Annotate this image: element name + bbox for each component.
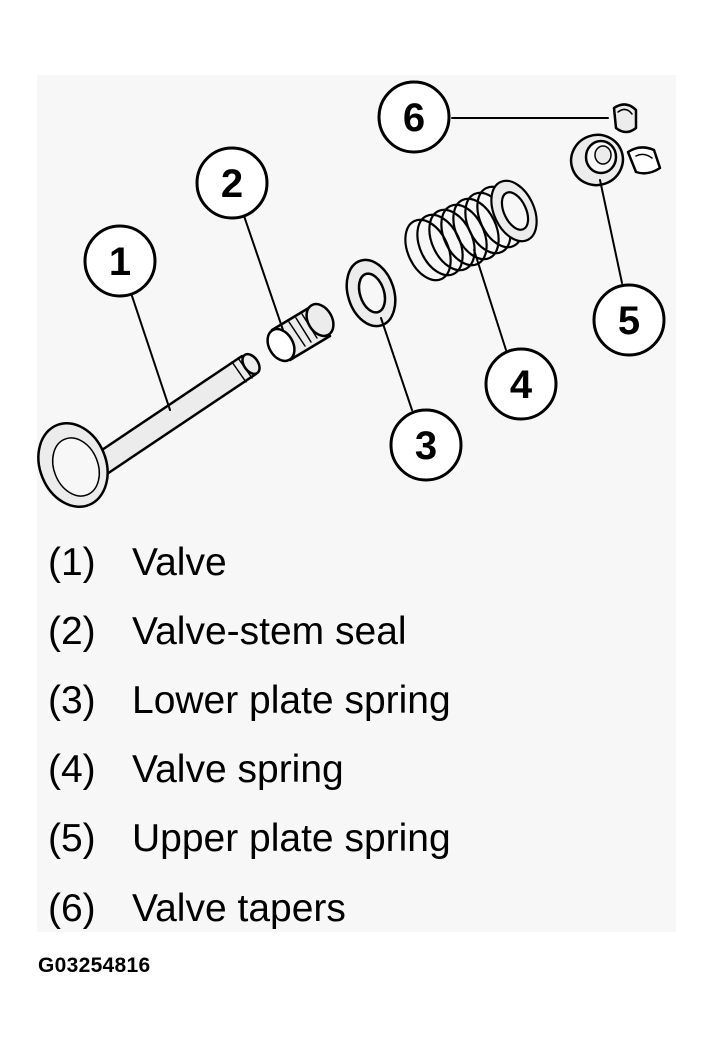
leader-lines (131, 117, 623, 411)
legend-number: (2) (48, 610, 96, 653)
legend-label: Upper plate spring (132, 817, 451, 860)
callout-circle-3 (389, 408, 463, 482)
valve-part (37, 352, 261, 508)
callout-circle-6 (377, 80, 451, 154)
callout-number-4: 4 (510, 363, 533, 407)
upper-plate-spring-part (569, 133, 625, 187)
legend-number: (3) (48, 679, 96, 722)
callout-circle-5 (592, 283, 666, 357)
exploded-valve-diagram: 1 2 3 4 5 6 (37, 80, 666, 508)
valve-tapers-part (612, 103, 662, 175)
legend-number: (6) (48, 887, 96, 930)
lower-plate-spring-part (345, 258, 397, 328)
figure-id: G03254816 (38, 954, 151, 977)
legend-number: (5) (48, 817, 96, 860)
legend-label: Valve-stem seal (132, 610, 407, 653)
legend-label: Valve spring (132, 748, 344, 791)
callout-number-2: 2 (221, 162, 243, 206)
legend-label: Valve (132, 541, 227, 584)
callout-circle-2 (195, 146, 269, 220)
callout-number-1: 1 (109, 240, 131, 284)
valve-stem-seal-part (266, 302, 335, 363)
diagram-panel (37, 75, 676, 932)
valve-spring-part (404, 179, 538, 282)
legend-label: Lower plate spring (132, 679, 451, 722)
callout-circle-1 (83, 224, 157, 298)
callout-number-3: 3 (415, 424, 437, 468)
legend-label: Valve tapers (132, 887, 346, 930)
callout-number-6: 6 (403, 96, 425, 140)
callout-number-5: 5 (618, 299, 640, 343)
legend-number: (4) (48, 748, 96, 791)
legend-number: (1) (48, 541, 96, 584)
callout-circle-4 (484, 347, 558, 421)
